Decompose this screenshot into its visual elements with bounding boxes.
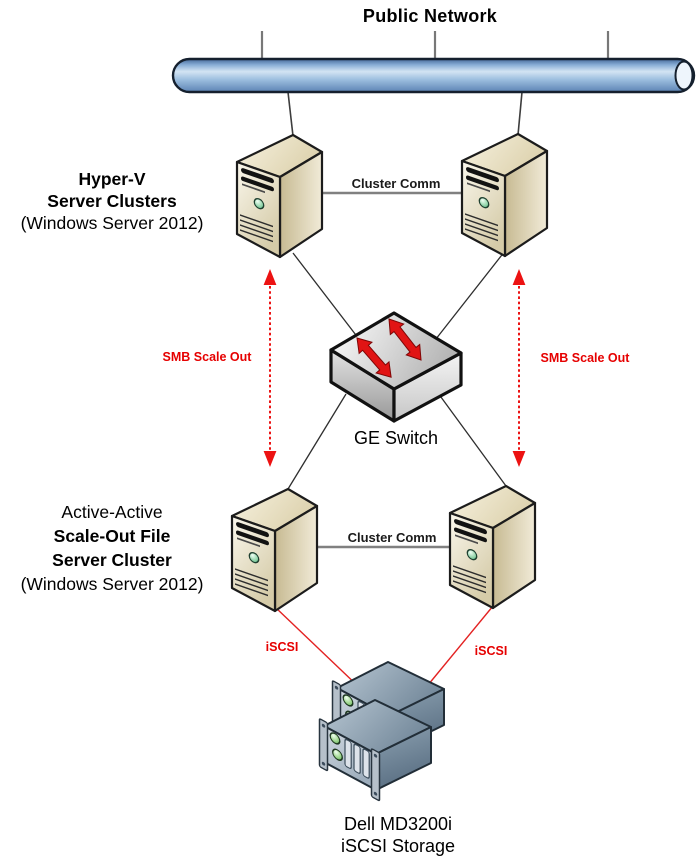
hyperv-cluster-label-line2: Server Clusters xyxy=(47,191,177,211)
hyperv-cluster-label-line3: (Windows Server 2012) xyxy=(20,213,204,233)
hyperv-cluster-label-line1: Hyper-V xyxy=(78,169,146,189)
storage-array-icon xyxy=(318,661,445,802)
hyperv-server-2-icon xyxy=(460,132,549,258)
public-network-label: Public Network xyxy=(362,6,498,26)
smb-arrow-right xyxy=(512,269,526,467)
pipe-drop-left xyxy=(287,91,294,137)
smb-scale-out-left-label: SMB Scale Out xyxy=(162,350,252,364)
link-hyperv2-switch xyxy=(431,250,506,345)
link-switch-sofs2 xyxy=(437,392,507,487)
hyperv-server-1-icon xyxy=(235,133,324,259)
smb-arrow-left xyxy=(263,269,277,467)
pipe-stubs xyxy=(260,31,610,59)
iscsi-line-right xyxy=(427,605,494,686)
storage-label-line2: iSCSI Storage xyxy=(340,835,456,856)
sofs-cluster-label-line2: Scale-Out File xyxy=(53,526,171,546)
iscsi-left-label: iSCSI xyxy=(265,640,299,654)
sofs-cluster-label-line1: Active-Active xyxy=(61,502,163,522)
pipe-drop-right xyxy=(517,91,523,136)
iscsi-line-left xyxy=(274,606,363,691)
ge-switch-label: GE Switch xyxy=(353,428,439,448)
sofs-cluster-label: Active-Active Scale-Out File Server Clus… xyxy=(21,500,204,596)
ge-switch-icon xyxy=(329,311,463,423)
sofs-cluster-label-line4: (Windows Server 2012) xyxy=(20,574,204,594)
pipe-drop-lines xyxy=(287,91,523,137)
smb-scale-out-right-label: SMB Scale Out xyxy=(540,351,630,365)
sofs-server-1-icon xyxy=(230,487,319,613)
network-pipe-icon xyxy=(171,57,696,94)
storage-label-line1: Dell MD3200i xyxy=(343,814,453,834)
iscsi-right-label: iSCSI xyxy=(474,644,508,658)
iscsi-links xyxy=(274,605,494,691)
cluster-comm-top-label: Cluster Comm xyxy=(351,176,441,191)
cluster-comm-bottom-label: Cluster Comm xyxy=(347,530,437,545)
link-switch-sofs1 xyxy=(287,393,347,490)
sofs-server-2-icon xyxy=(448,484,537,610)
storage-label: Dell MD3200i iSCSI Storage xyxy=(341,814,455,857)
sofs-cluster-label-line3: Server Cluster xyxy=(52,550,172,570)
hyperv-cluster-label: Hyper-V Server Clusters (Windows Server … xyxy=(21,168,204,234)
